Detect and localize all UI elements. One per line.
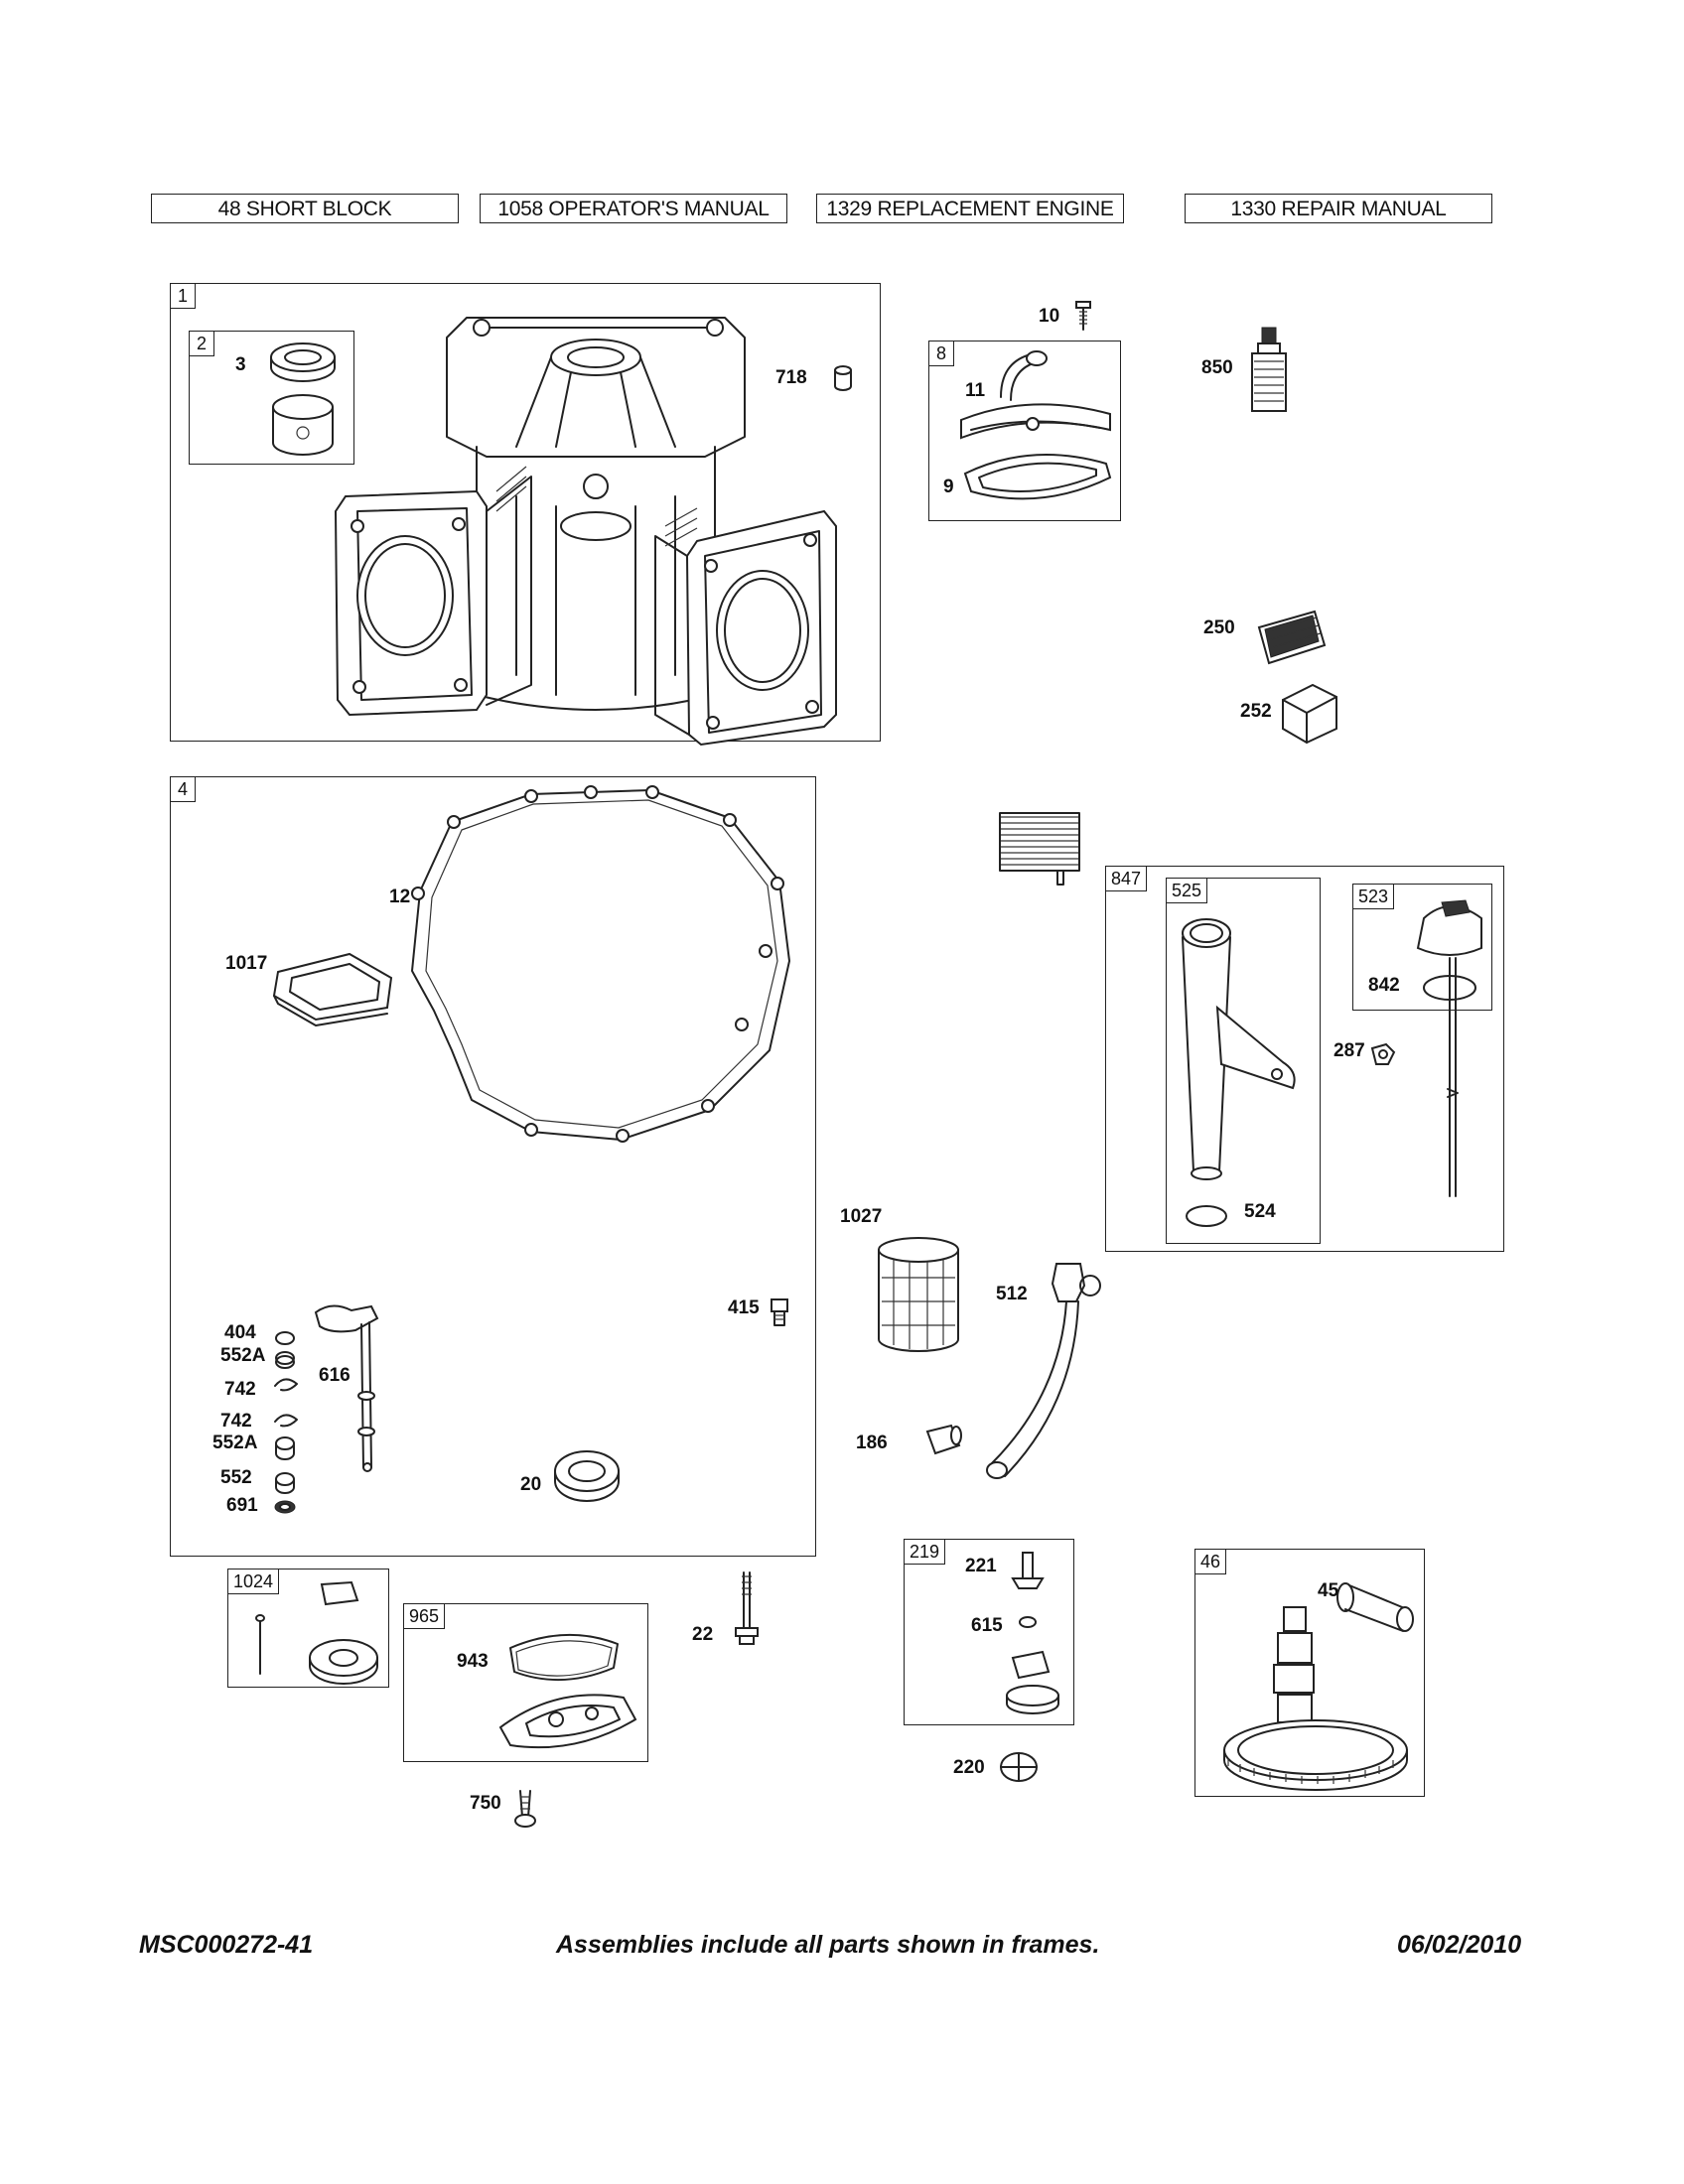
dipstick-tube-525-drawing[interactable]	[1174, 913, 1313, 1241]
footer-date: 06/02/2010	[1397, 1931, 1522, 1959]
part-number-9: 9	[943, 477, 954, 497]
part-number-415: 415	[728, 1297, 760, 1318]
breather-assembly-drawing[interactable]	[951, 342, 1120, 516]
repair-manual-button[interactable]: 1330 REPAIR MANUAL	[1185, 194, 1492, 223]
part-number-750: 750	[470, 1793, 501, 1814]
frame-tag-46: 46	[1194, 1549, 1227, 1574]
part-number-220: 220	[953, 1757, 985, 1778]
cover-plate-1017-drawing[interactable]	[270, 948, 399, 1027]
part-number-186: 186	[856, 1433, 888, 1453]
part-number-22: 22	[692, 1624, 714, 1645]
drain-plug-415-drawing[interactable]	[769, 1296, 790, 1329]
part-number-1017: 1017	[225, 953, 268, 974]
camshaft-46-drawing[interactable]	[1216, 1573, 1425, 1794]
part-number-742: 742	[224, 1379, 256, 1400]
frame-tag-4: 4	[170, 776, 196, 802]
part-number-12: 12	[389, 887, 411, 907]
frame-tag-2: 2	[189, 331, 214, 356]
part-number-3: 3	[235, 354, 246, 375]
assembly-frame-1024: 1024	[227, 1569, 389, 1688]
assembly-frame-4: 4	[170, 776, 816, 1557]
footer-assembly-note: Assemblies include all parts shown in fr…	[556, 1931, 1100, 1959]
screw-750-drawing[interactable]	[510, 1787, 540, 1835]
frame-tag-1: 1	[170, 283, 196, 309]
oil-filter-1027-drawing[interactable]	[874, 1236, 968, 1355]
sealant-tube-850-drawing[interactable]	[1246, 326, 1294, 420]
assembly-frame-2: 2	[189, 331, 354, 465]
oil-seal-20-drawing[interactable]	[551, 1447, 631, 1507]
assembly-frame-525: 525	[1166, 878, 1321, 1244]
part-number-1027: 1027	[840, 1206, 883, 1227]
frame-tag-1024: 1024	[227, 1569, 280, 1594]
part-number-615: 615	[971, 1615, 1003, 1636]
operators-manual-button[interactable]: 1058 OPERATOR'S MANUAL	[480, 194, 787, 223]
part-number-943: 943	[457, 1651, 489, 1672]
screw-287-drawing[interactable]	[1368, 1042, 1402, 1072]
gasket-12-drawing[interactable]	[392, 782, 799, 1152]
part-number-850: 850	[1201, 357, 1233, 378]
air-filter-250-252-drawing[interactable]	[1253, 606, 1342, 745]
bolt-22-drawing[interactable]	[732, 1569, 762, 1648]
frame-tag-965: 965	[403, 1603, 446, 1629]
seal-and-piston-drawing[interactable]	[263, 336, 352, 465]
oil-pump-cover-965-drawing[interactable]	[496, 1616, 645, 1755]
frame-tag-525: 525	[1166, 878, 1208, 903]
part-number-616: 616	[319, 1365, 351, 1386]
part-number-45: 45	[1318, 1580, 1339, 1601]
footer-diagram-code: MSC000272-41	[139, 1931, 314, 1959]
part-number-842: 842	[1368, 975, 1400, 996]
cylinder-block-drawing[interactable]	[328, 298, 844, 747]
part-number-742-second: 742	[220, 1411, 252, 1432]
frame-tag-8: 8	[928, 341, 954, 366]
short-block-button[interactable]: 48 SHORT BLOCK	[151, 194, 459, 223]
governor-gear-219-drawing[interactable]	[1003, 1549, 1082, 1717]
part-number-552A-second: 552A	[212, 1433, 258, 1453]
part-number-718: 718	[775, 367, 807, 388]
part-number-20: 20	[520, 1474, 542, 1495]
assembly-frame-523: 523	[1352, 884, 1492, 1011]
governor-shaft-616-drawing[interactable]	[312, 1300, 391, 1474]
dipstick-523-drawing[interactable]	[1406, 888, 1495, 1211]
oil-pump-1024-drawing[interactable]	[248, 1578, 387, 1686]
assembly-frame-8: 8	[928, 341, 1121, 521]
assembly-frame-965: 965	[403, 1603, 648, 1762]
screw-10-drawing[interactable]	[1074, 298, 1092, 334]
dowel-pin-718-drawing[interactable]	[832, 364, 854, 394]
part-number-11: 11	[965, 380, 986, 401]
frame-tag-219: 219	[904, 1539, 946, 1565]
washer-220-drawing[interactable]	[997, 1749, 1041, 1785]
part-number-287: 287	[1333, 1040, 1365, 1061]
part-number-552A: 552A	[220, 1345, 266, 1366]
part-number-250: 250	[1203, 617, 1235, 638]
part-number-691: 691	[226, 1495, 258, 1516]
assembly-frame-46: 46	[1194, 1549, 1425, 1797]
part-number-512: 512	[996, 1284, 1028, 1304]
assembly-frame-847: 847	[1105, 866, 1504, 1252]
assembly-frame-219: 219	[904, 1539, 1074, 1725]
part-number-252: 252	[1240, 701, 1272, 722]
part-number-221: 221	[965, 1556, 997, 1576]
assembly-frame-1: 1	[170, 283, 881, 742]
frame-tag-847: 847	[1105, 866, 1148, 891]
part-number-10: 10	[1039, 306, 1060, 327]
part-number-552: 552	[220, 1467, 252, 1488]
frame-tag-523: 523	[1352, 884, 1395, 909]
replacement-engine-button[interactable]: 1329 REPLACEMENT ENGINE	[816, 194, 1124, 223]
part-number-404: 404	[224, 1322, 256, 1343]
governor-small-parts-drawing[interactable]	[271, 1328, 305, 1521]
part-number-524: 524	[1244, 1201, 1276, 1222]
fitting-186-drawing[interactable]	[923, 1422, 967, 1457]
drain-valve-512-drawing[interactable]	[971, 1256, 1110, 1494]
oil-cooler-drawing[interactable]	[996, 809, 1085, 888]
